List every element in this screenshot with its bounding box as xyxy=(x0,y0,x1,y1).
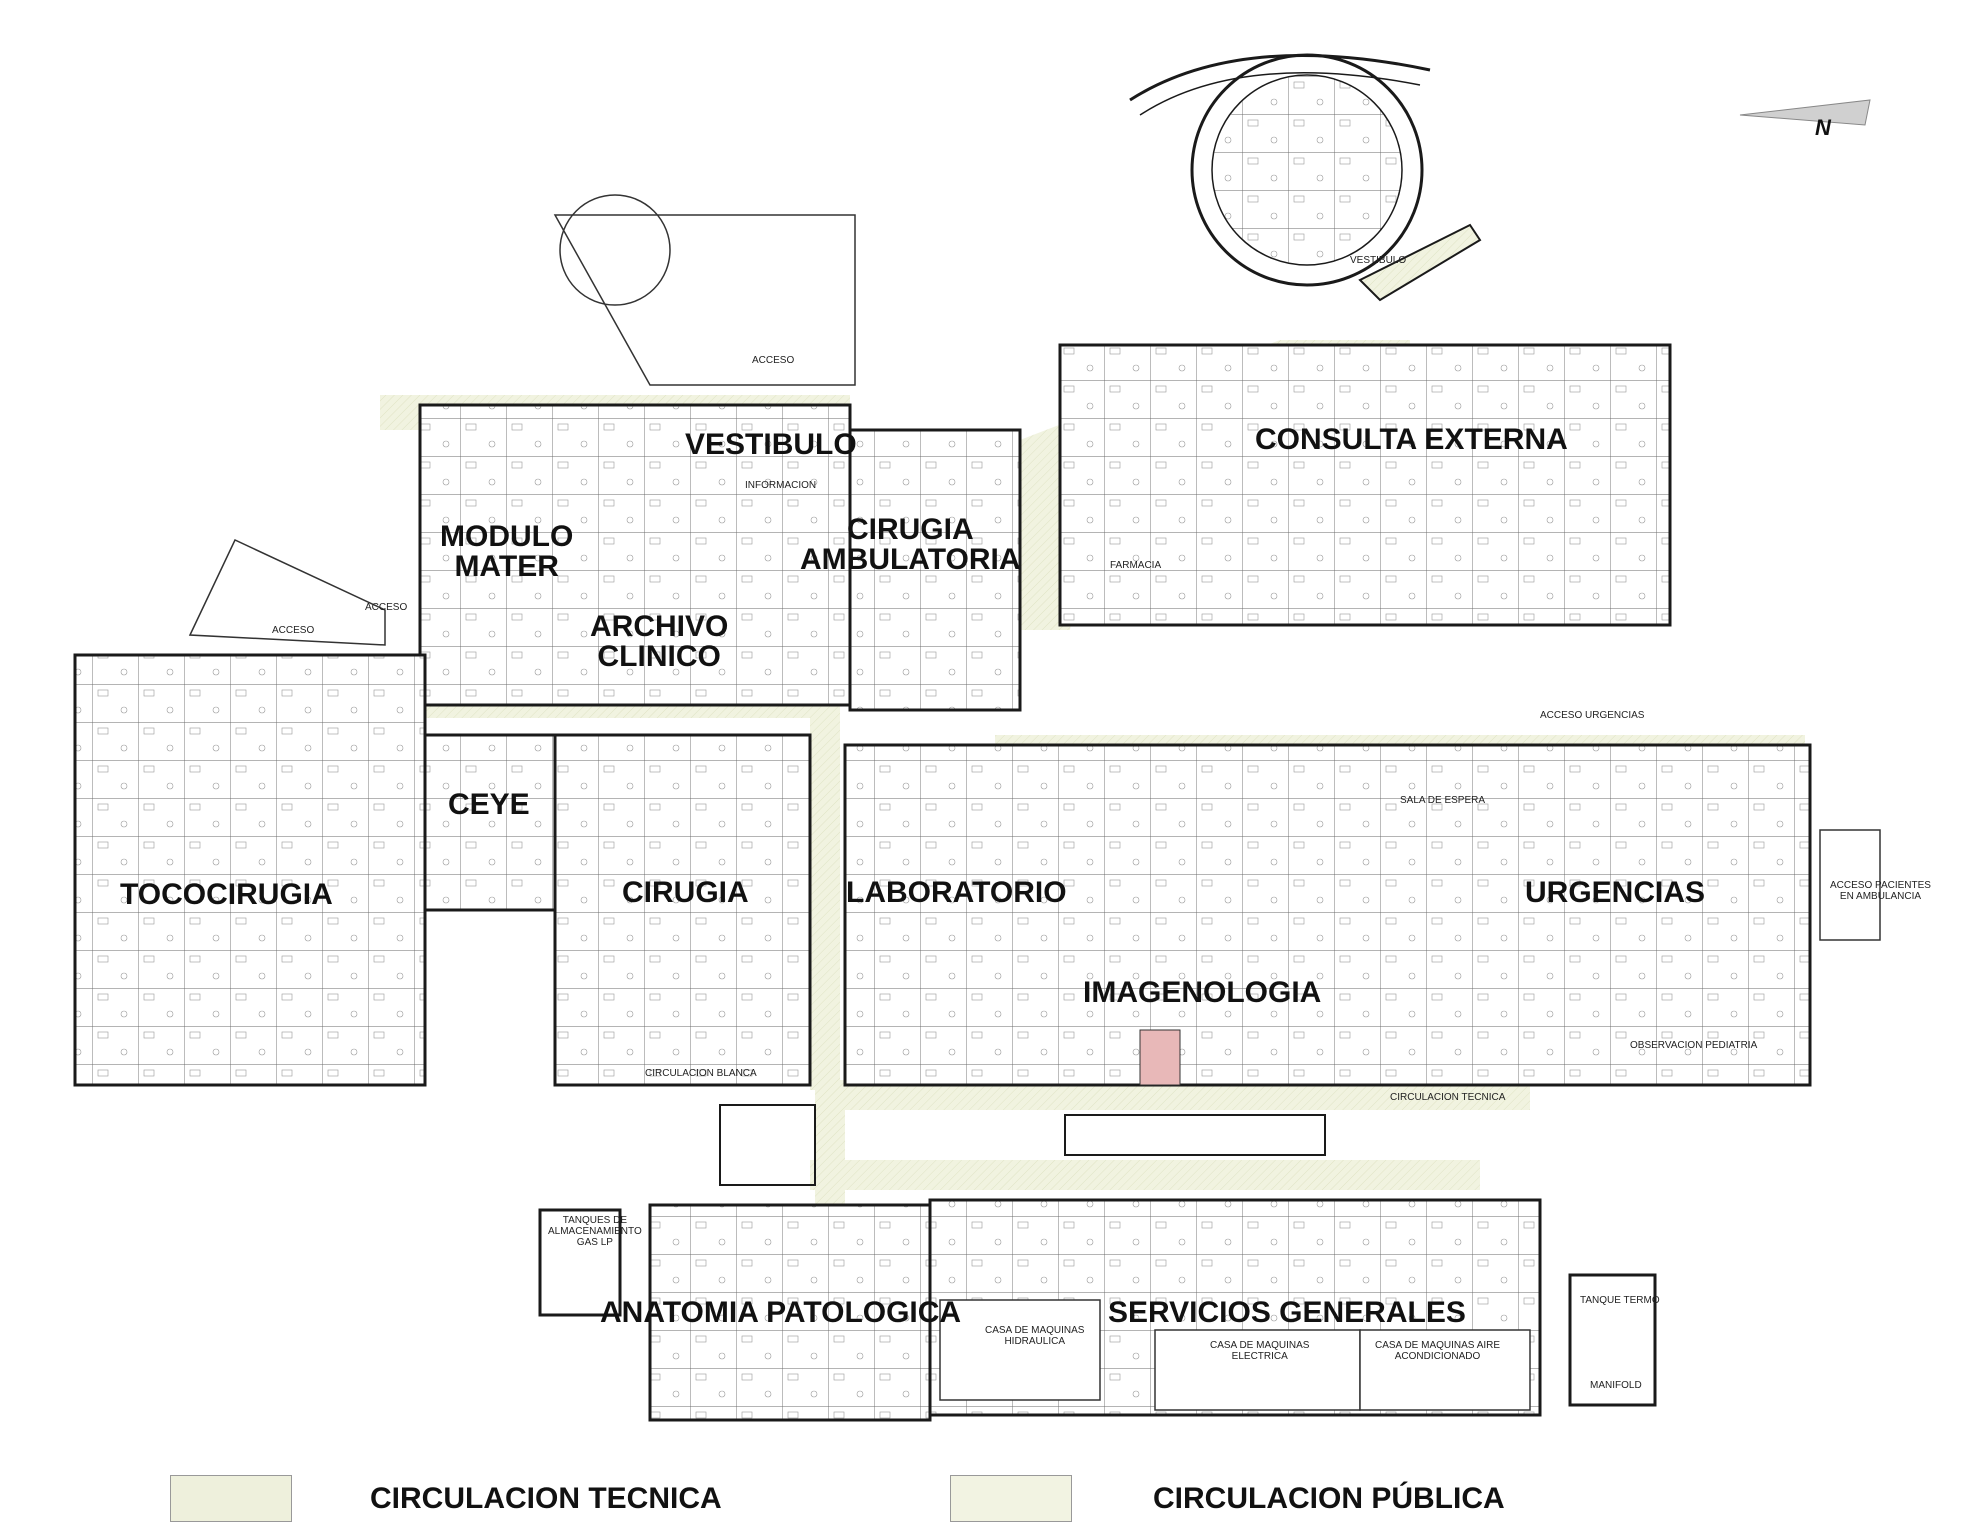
label-casa-maquinas-electrica: CASA DE MAQUINAS ELECTRICA xyxy=(1210,1340,1310,1362)
label-informacion: INFORMACION xyxy=(745,480,817,491)
zone-ceye: CEYE xyxy=(448,788,530,821)
label-casa-maquinas-hidraulica: CASA DE MAQUINAS HIDRAULICA xyxy=(985,1325,1085,1347)
machine-rooms xyxy=(939,1299,1531,1411)
zone-cirugia: CIRUGIA xyxy=(622,876,749,909)
zone-vestibulo: VESTIBULO xyxy=(685,428,857,461)
label-sala-espera: SALA DE ESPERA xyxy=(1400,795,1486,806)
auditorium xyxy=(1129,53,1431,287)
building-blocks xyxy=(73,343,1812,1422)
label-acceso-left-2: ACCESO xyxy=(272,625,315,636)
legend-label-tecnica: CIRCULACION TECNICA xyxy=(370,1482,722,1515)
label-tanques: TANQUES DE ALMACENAMIENTO GAS LP xyxy=(548,1215,642,1248)
label-acceso-left: ACCESO xyxy=(365,602,408,613)
zone-modulo-mater: MODULO MATER xyxy=(440,520,574,583)
zone-servicios-generales: SERVICIOS GENERALES xyxy=(1108,1296,1466,1329)
label-acceso-urgencias: ACCESO URGENCIAS xyxy=(1540,710,1645,721)
label-observacion-pediatria: OBSERVACION PEDIATRIA xyxy=(1630,1040,1758,1051)
ramp xyxy=(1358,223,1482,302)
label-farmacia: FARMACIA xyxy=(1110,560,1162,571)
label-casa-maquinas-aire: CASA DE MAQUINAS AIRE ACONDICIONADO xyxy=(1375,1340,1501,1362)
north-arrow-icon xyxy=(1739,99,1871,126)
zone-consulta-externa: CONSULTA EXTERNA xyxy=(1255,423,1568,456)
legend-swatch-tecnica xyxy=(170,1475,292,1522)
label-circulacion-blanca: CIRCULACION BLANCA xyxy=(645,1068,757,1079)
legend-label-publica: CIRCULACION PÚBLICA xyxy=(1153,1482,1505,1515)
garden-wedge xyxy=(188,539,386,646)
label-vestibulo-small: VESTIBULO xyxy=(1350,255,1407,266)
zone-tococirugia: TOCOCIRUGIA xyxy=(120,878,333,911)
label-acceso-top: ACCESO xyxy=(752,355,795,366)
label-acceso-ambulancia: ACCESO PACIENTES EN AMBULANCIA xyxy=(1830,880,1931,902)
zone-laboratorio: LABORATORIO xyxy=(846,876,1067,909)
north-label: N xyxy=(1815,115,1831,140)
forecourt xyxy=(553,194,856,386)
legend-swatch-publica xyxy=(950,1475,1072,1522)
zone-anatomia-patologica: ANATOMIA PATOLOGICA xyxy=(600,1296,962,1329)
electrical-room xyxy=(1139,1029,1181,1086)
zone-archivo-clinico: ARCHIVO CLINICO xyxy=(590,610,729,673)
zone-imagenologia: IMAGENOLOGIA xyxy=(1083,976,1322,1009)
label-circulacion-tecnica-small: CIRCULACION TECNICA xyxy=(1390,1092,1506,1103)
zone-cirugia-ambulatoria: CIRUGIA AMBULATORIA xyxy=(800,513,1021,576)
label-tanque-termo: TANQUE TERMO xyxy=(1580,1295,1660,1306)
ambulance-access-marker xyxy=(1819,829,1881,941)
zone-urgencias: URGENCIAS xyxy=(1525,876,1706,909)
label-manifold: MANIFOLD xyxy=(1590,1380,1642,1391)
link-corridors xyxy=(719,1104,1326,1186)
